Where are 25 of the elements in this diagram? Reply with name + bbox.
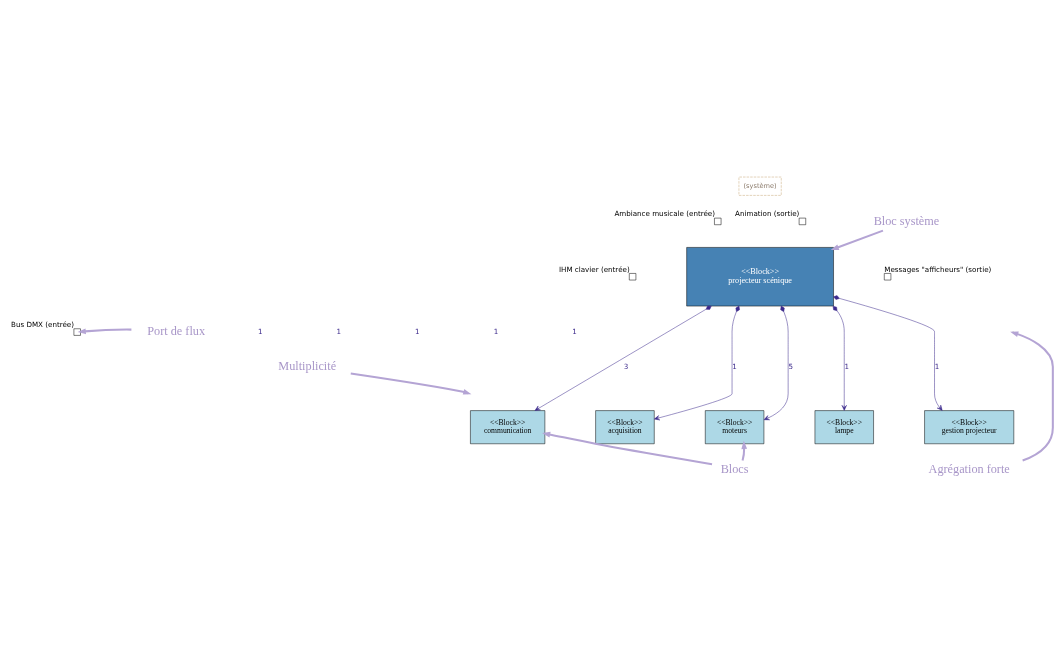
arrow (763, 305, 789, 420)
arrow (542, 431, 713, 465)
node-text: Multiplicité (278, 358, 337, 373)
arrow (833, 294, 943, 411)
arrow (832, 305, 847, 411)
node-box (798, 217, 806, 225)
node-box: <<Block>> projecteur scénique (686, 246, 834, 306)
node-box (884, 272, 892, 280)
node-box: <<Block>> gestion projecteur (924, 409, 1015, 444)
node-box: <<Block>> acquisition (595, 409, 655, 444)
node-box: <<Block>> lampe (814, 409, 874, 444)
arrow (534, 305, 712, 411)
node-text: Agrégation forte (928, 461, 1010, 476)
node-box (73, 328, 81, 336)
arrow (1010, 330, 1054, 461)
node-text: Bloc système (873, 213, 940, 228)
node-box (629, 272, 637, 280)
arrow (77, 327, 132, 334)
arrow (654, 305, 740, 420)
node-text: Blocs (720, 461, 749, 476)
node-box: <<Block>> moteurs (705, 409, 765, 444)
node-text: Port de flux (147, 323, 206, 338)
node-box: <<Block>> communication (470, 409, 546, 444)
node-box (714, 217, 722, 225)
arrow (830, 229, 884, 250)
